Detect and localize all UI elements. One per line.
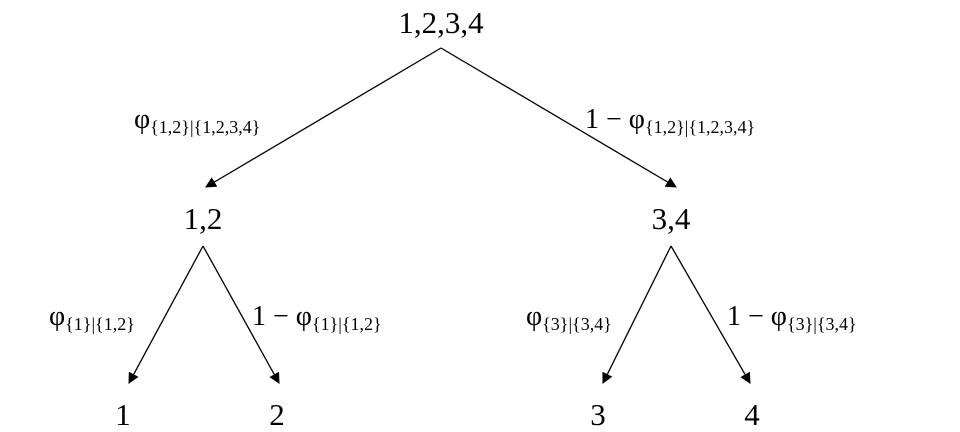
label-left-2: 1 − φ{1}|{1,2}	[252, 301, 382, 334]
label-subscript: {1}|{1,2}	[65, 314, 135, 334]
label-subscript: {3}|{3,4}	[787, 314, 857, 334]
label-main: 1 − φ	[252, 301, 312, 332]
label-subscript: {1,2}|{1,2,3,4}	[150, 117, 260, 137]
leaf-2: 2	[269, 397, 285, 432]
edge-right-3	[602, 245, 672, 384]
label-root-right: 1 − φ{1,2}|{1,2,3,4}	[585, 104, 755, 137]
label-right-3: φ{3}|{3,4}	[526, 301, 612, 334]
leaf-3: 3	[590, 397, 606, 432]
label-subscript: {3}|{3,4}	[542, 314, 612, 334]
label-main: 1 − φ	[727, 301, 787, 332]
node-right: 3,4	[652, 201, 691, 236]
node-root: 1,2,3,4	[398, 5, 484, 40]
edge-left-1	[128, 245, 204, 384]
label-subscript: {1}|{1,2}	[312, 314, 382, 334]
edge-root-left	[205, 47, 442, 188]
edge-root-right	[440, 47, 677, 188]
label-main: φ	[49, 301, 65, 332]
leaf-4: 4	[744, 397, 760, 432]
leaf-1: 1	[115, 397, 131, 432]
label-main: φ	[134, 104, 150, 135]
label-subscript: {1,2}|{1,2,3,4}	[645, 117, 755, 137]
edge-right-4	[670, 245, 751, 384]
node-left: 1,2	[184, 201, 223, 236]
label-main: 1 − φ	[585, 104, 645, 135]
label-root-left: φ{1,2}|{1,2,3,4}	[134, 104, 260, 137]
edge-left-2	[202, 245, 280, 384]
label-left-1: φ{1}|{1,2}	[49, 301, 135, 334]
label-right-4: 1 − φ{3}|{3,4}	[727, 301, 857, 334]
label-main: φ	[526, 301, 542, 332]
